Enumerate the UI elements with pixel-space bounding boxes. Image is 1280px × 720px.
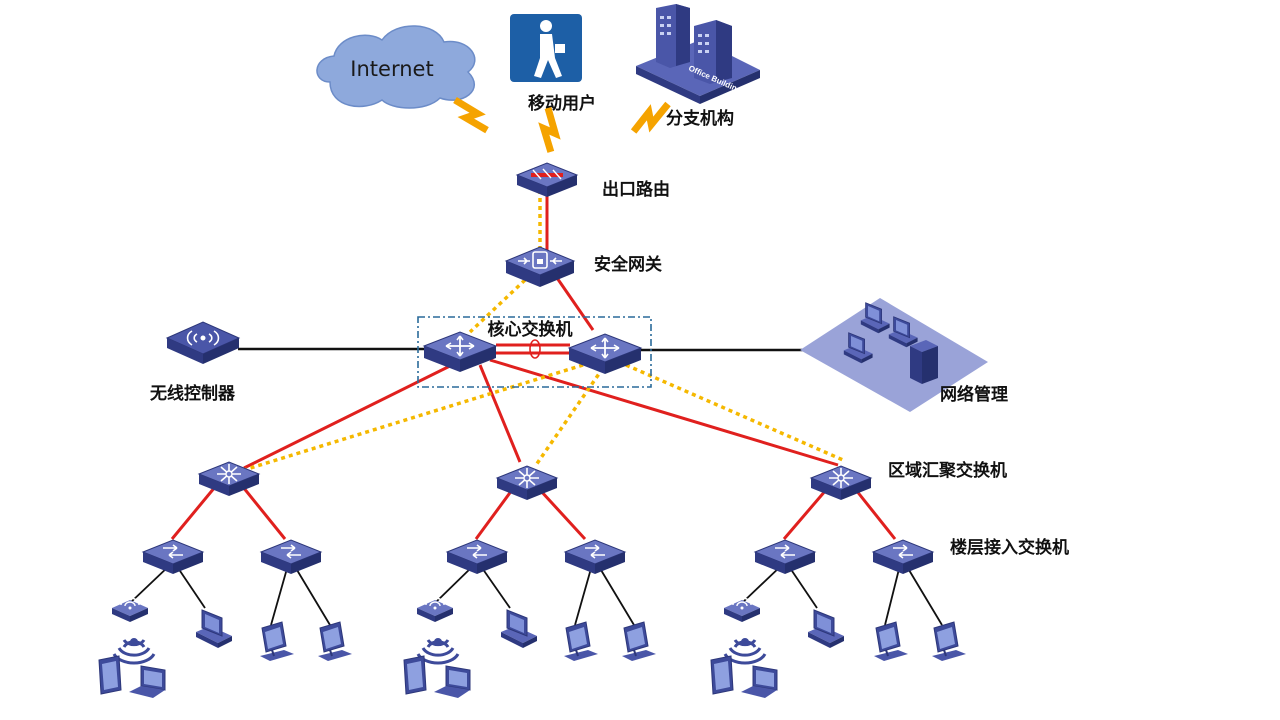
monitor-pc-icon xyxy=(873,621,909,662)
access-point-icon xyxy=(111,597,149,623)
desktop-pc-icon xyxy=(195,609,233,649)
mobile-user-icon xyxy=(510,14,582,82)
access-switch-1a-icon xyxy=(143,540,203,574)
monitor-pc-icon xyxy=(931,621,967,662)
monitor-pc-icon xyxy=(563,621,599,662)
aggregation-switch-label: 区域汇聚交换机 xyxy=(888,460,1007,481)
aggregation-switch-1-icon xyxy=(199,462,259,496)
network-management-panel xyxy=(800,298,988,412)
access-switch-3a-icon xyxy=(755,540,815,574)
access-switch-3b-icon xyxy=(873,540,933,574)
tablet-icon xyxy=(98,655,122,695)
link-aggregation-marker xyxy=(529,339,541,359)
access-point-icon xyxy=(723,597,761,623)
aggregation-switch-2-icon xyxy=(497,466,557,500)
management-server-icon xyxy=(910,340,938,384)
desktop-pc-icon xyxy=(500,609,538,649)
mobile-user-label: 移动用户 xyxy=(528,93,596,114)
core-switch-right-icon xyxy=(568,333,642,375)
access-point-icon xyxy=(416,597,454,623)
access-switch-1b-icon xyxy=(261,540,321,574)
wireless-controller-icon xyxy=(165,321,241,364)
internet-label: Internet xyxy=(350,57,433,81)
core-switch-left-icon xyxy=(423,331,497,373)
side-links xyxy=(238,347,805,352)
monitor-pc-icon xyxy=(259,621,295,662)
tablet-icon xyxy=(710,655,734,695)
security-gateway-label: 安全网关 xyxy=(594,254,662,275)
core-switch-label: 核心交换机 xyxy=(488,319,573,340)
network-management-label: 网络管理 xyxy=(940,384,1008,405)
egress-router-icon xyxy=(516,162,578,198)
wifi-signal-icon xyxy=(112,636,156,665)
internet-cloud: Internet xyxy=(316,25,476,109)
laptop-icon xyxy=(740,665,778,699)
monitor-pc-icon xyxy=(317,621,353,662)
wireless-controller-label: 无线控制器 xyxy=(149,383,236,404)
laptop-icon xyxy=(433,665,471,699)
laptop-icon xyxy=(128,665,166,699)
monitor-pc-icon xyxy=(621,621,657,662)
end-device-links xyxy=(129,564,943,626)
primary-links xyxy=(170,187,897,541)
office-building-icon: Office Building xyxy=(636,4,760,104)
access-switch-label: 楼层接入交换机 xyxy=(950,537,1069,558)
desktop-pc-icon xyxy=(807,609,845,649)
access-switch-2b-icon xyxy=(565,540,625,574)
backup-links xyxy=(243,190,844,472)
branch-office-label: 分支机构 xyxy=(666,108,734,129)
tablet-icon xyxy=(403,655,427,695)
egress-router-label: 出口路由 xyxy=(602,179,670,200)
security-gateway-icon xyxy=(504,246,576,287)
core-switch-group-box xyxy=(417,316,652,388)
access-switch-2a-icon xyxy=(447,540,507,574)
